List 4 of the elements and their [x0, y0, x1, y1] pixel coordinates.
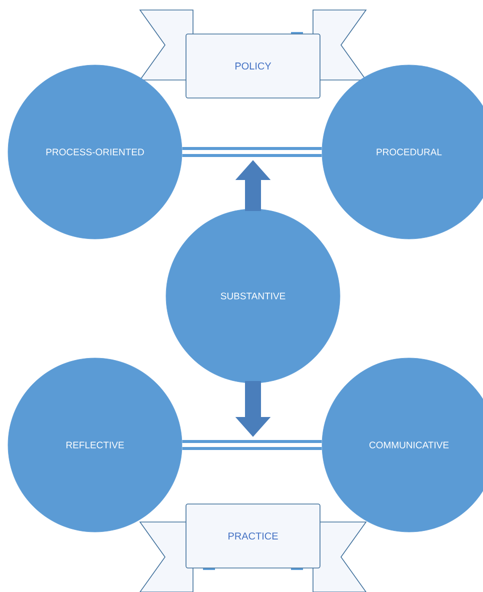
- banner: PRACTICE: [139, 504, 367, 592]
- banner: POLICY: [139, 10, 367, 98]
- double-line: [182, 440, 322, 450]
- double-line: [182, 147, 322, 157]
